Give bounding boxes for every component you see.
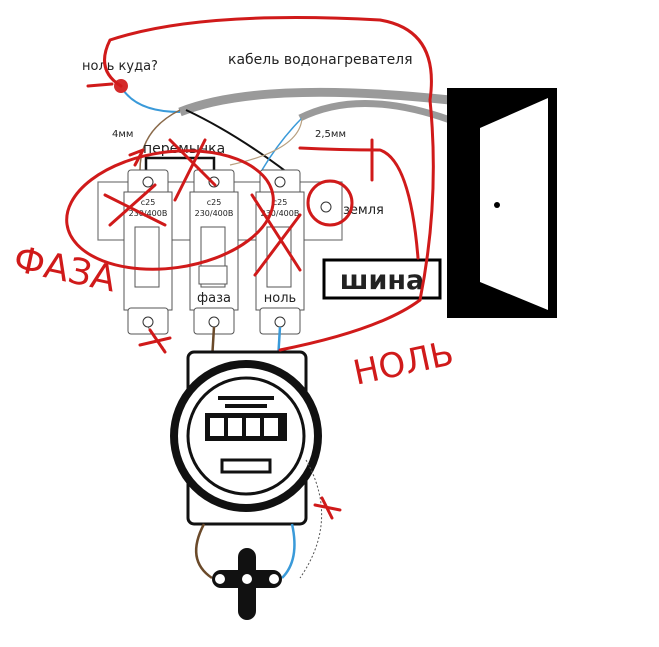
wire-4mm-label: 4мм	[112, 129, 133, 140]
heater-cable	[178, 87, 451, 117]
neutral-to-switch	[281, 523, 296, 579]
heater-cable-label: кабель водонагревателя	[228, 52, 413, 68]
ground-terminal	[320, 201, 332, 213]
breaker-1	[123, 169, 173, 335]
handwritten-phase: ФАЗА	[10, 239, 120, 301]
phase-wire	[139, 109, 181, 171]
main-switch	[212, 548, 282, 620]
breaker-2-label: фаза	[197, 291, 231, 306]
breaker-3-label: ноль	[264, 291, 296, 306]
handwritten-neutral: НОЛЬ	[350, 333, 457, 393]
breaker-3-rating: c25	[273, 198, 288, 207]
neutral-where-label: ноль куда?	[82, 59, 158, 74]
neutral-wire-25	[261, 117, 303, 171]
breaker-2-rating: c25	[207, 198, 222, 207]
electric-meter	[170, 350, 322, 526]
water-heater	[447, 88, 557, 318]
breaker-3	[255, 169, 305, 335]
breaker-1-voltage: 230/400В	[129, 209, 168, 218]
handwritten-annotations	[65, 16, 435, 520]
jumper-wire	[144, 156, 216, 170]
wire-25mm-label: 2,5мм	[315, 129, 346, 140]
bus-label: шина	[340, 265, 424, 296]
heater-cable-2	[298, 100, 452, 124]
phase-to-switch	[194, 523, 213, 580]
ground-label: земля	[343, 203, 384, 218]
breaker-3-voltage: 230/400В	[261, 209, 300, 218]
breaker-1-rating: c25	[141, 198, 156, 207]
breaker-2-voltage: 230/400В	[195, 209, 234, 218]
